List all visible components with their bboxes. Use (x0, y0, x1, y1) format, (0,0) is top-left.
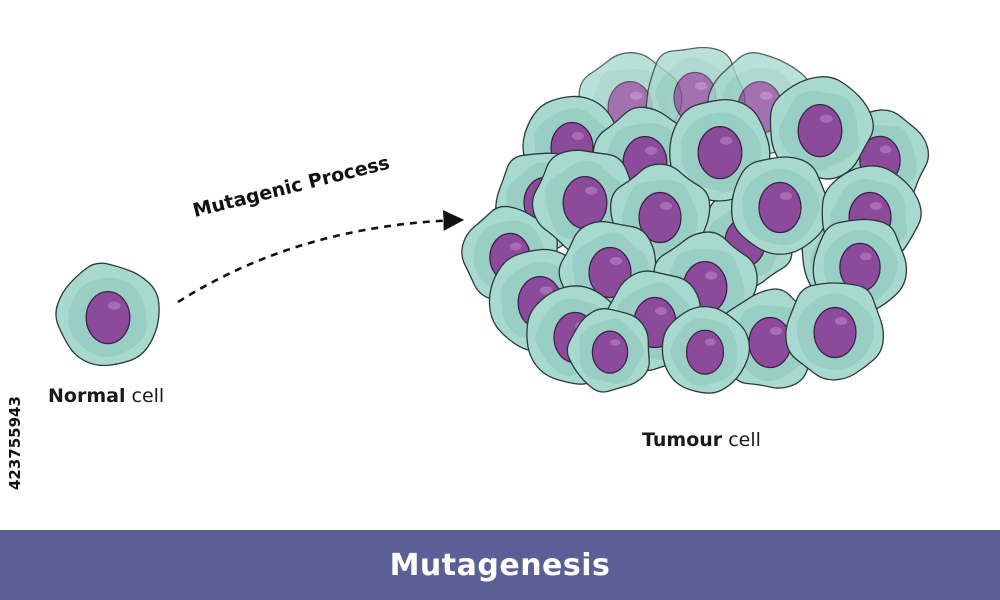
nucleus-highlight (880, 145, 892, 154)
nucleus-highlight (540, 286, 553, 295)
cell (669, 98, 771, 202)
nucleus-highlight (645, 146, 658, 155)
nucleus-highlight (870, 202, 882, 210)
nucleus-highlight (510, 242, 522, 251)
cell-nucleus (758, 181, 802, 234)
nucleus-highlight (108, 301, 121, 310)
nucleus-highlight (705, 338, 716, 346)
tumour-cell-label: Tumour cell (642, 429, 761, 451)
cell-nucleus (697, 126, 743, 180)
cell-nucleus (85, 291, 131, 345)
footer-banner: Mutagenesis (0, 530, 1000, 600)
nucleus-highlight (770, 327, 782, 335)
nucleus-highlight (780, 192, 792, 200)
nucleus-highlight (610, 339, 621, 346)
cell (661, 305, 751, 394)
cell-nucleus (813, 306, 857, 359)
nucleus-highlight (860, 252, 872, 261)
tumour-label-bold: Tumour (642, 429, 723, 451)
normal-label-bold: Normal (48, 385, 126, 407)
nucleus-highlight (630, 91, 643, 100)
nucleus-highlight (655, 307, 667, 315)
nucleus-highlight (585, 186, 598, 195)
cell-nucleus (562, 176, 608, 230)
cell (731, 156, 829, 255)
cell (785, 282, 885, 381)
nucleus-highlight (705, 271, 718, 280)
nucleus-highlight (835, 317, 847, 325)
tumour-label-rest: cell (722, 429, 761, 451)
cell-nucleus (685, 329, 725, 375)
cell (566, 308, 650, 393)
nucleus-highlight (695, 82, 707, 90)
cell (55, 262, 160, 367)
tumour-cell-cluster (461, 46, 930, 394)
cell-nucleus (591, 330, 629, 374)
normal-cell-group (55, 262, 160, 367)
cell-nucleus (748, 316, 792, 369)
diagram-canvas: Normal cell Tumour cell Mutagenic Proces… (6, 46, 930, 490)
stock-id-text: 423755943 (6, 396, 24, 490)
nucleus-highlight (760, 91, 773, 100)
footer-title: Mutagenesis (389, 547, 611, 583)
cell-nucleus (797, 104, 843, 158)
mutagenic-process-arrow (177, 210, 465, 304)
nucleus-highlight (572, 132, 584, 140)
cell (769, 76, 874, 180)
mutagenesis-illustration (55, 46, 930, 394)
nucleus-highlight (820, 114, 833, 123)
nucleus-highlight (720, 136, 733, 145)
nucleus-highlight (660, 202, 672, 210)
normal-label-rest: cell (125, 385, 165, 407)
nucleus-highlight (610, 257, 622, 265)
normal-cell-label: Normal cell (48, 385, 164, 407)
